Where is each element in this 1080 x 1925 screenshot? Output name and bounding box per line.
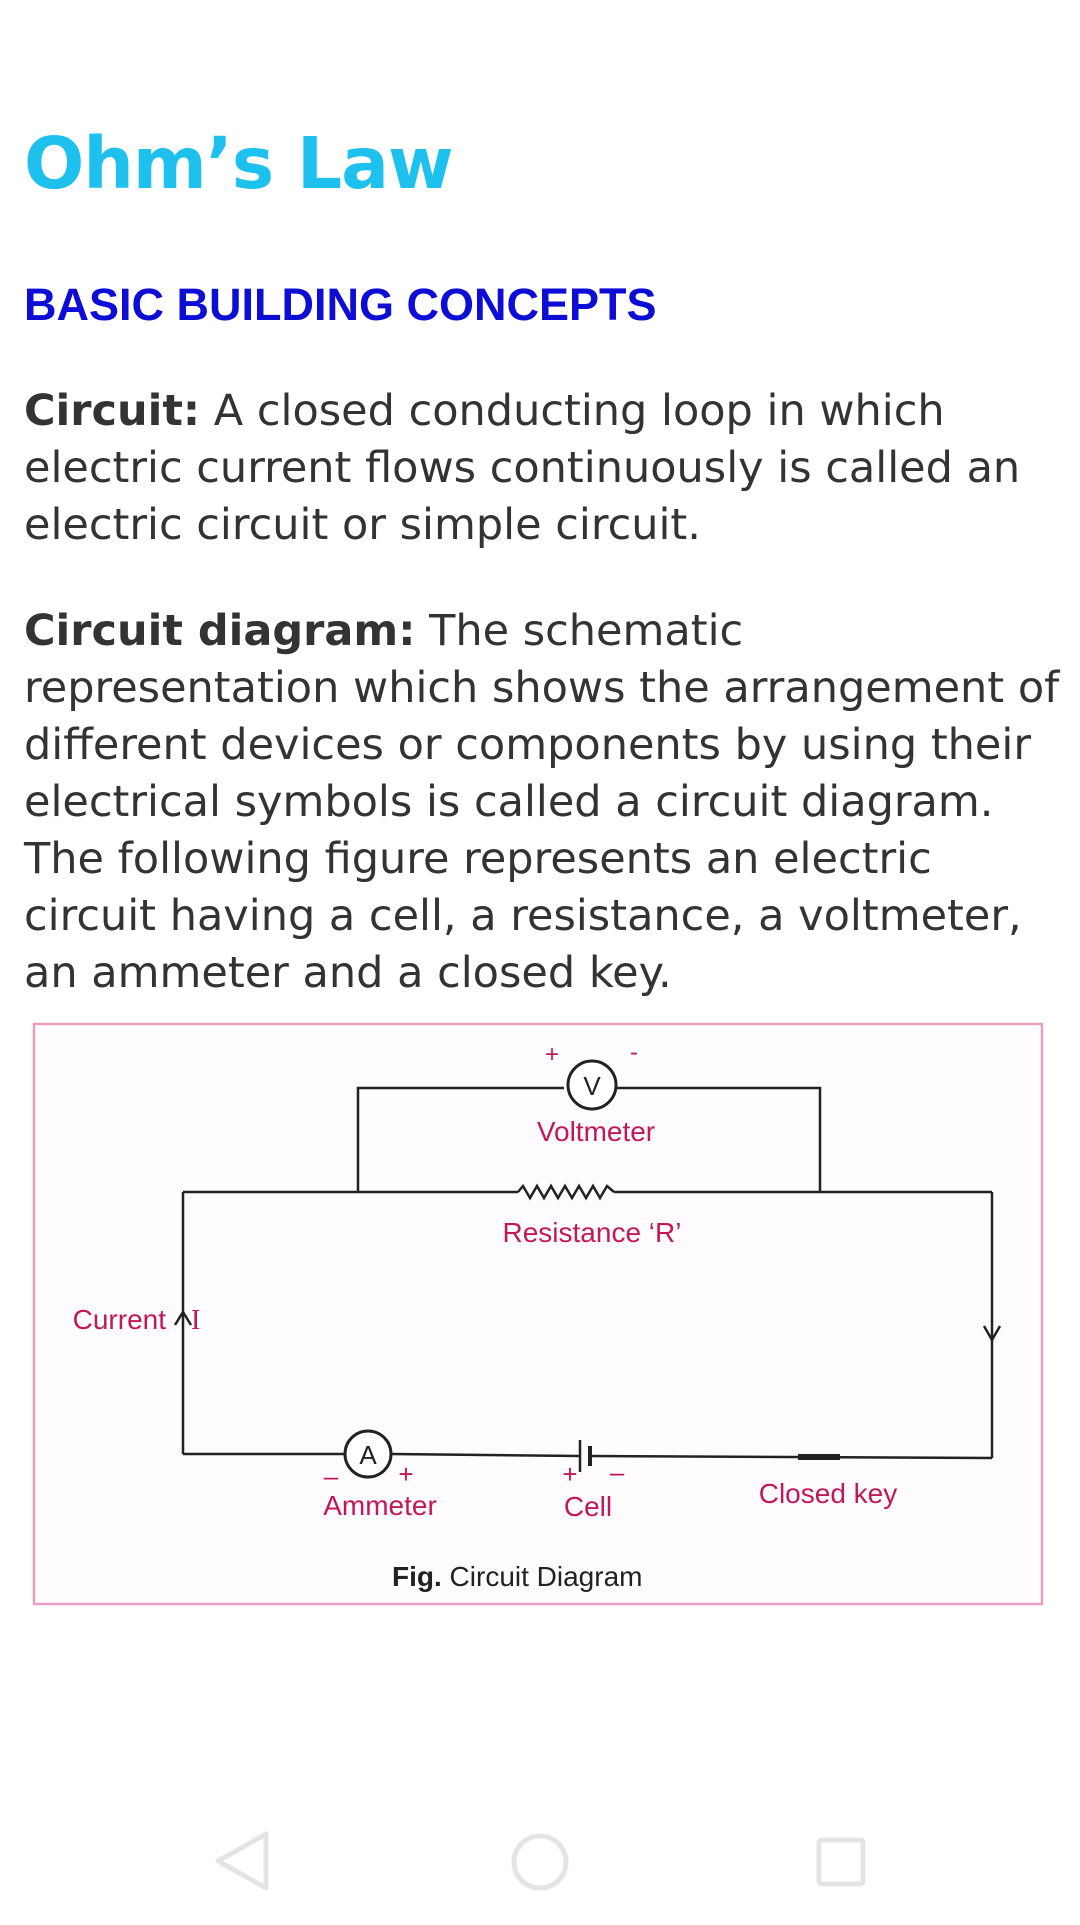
current-label: Current bbox=[73, 1304, 167, 1335]
section-heading: BASIC BUILDING CONCEPTS bbox=[24, 279, 657, 330]
figure-border bbox=[32, 1022, 1044, 1606]
ammeter-symbol: A bbox=[359, 1440, 377, 1470]
main-wire-bottom-middle bbox=[390, 1452, 581, 1458]
recents-square-icon bbox=[816, 1837, 866, 1887]
voltmeter-label: Voltmeter bbox=[537, 1116, 655, 1147]
figure-intro-text: The following figure represents an elect… bbox=[24, 834, 1022, 998]
nav-recents-button[interactable] bbox=[780, 1800, 900, 1920]
definition-text: A closed conducting loop in which electr… bbox=[24, 386, 1021, 550]
cell-plus-sign: + bbox=[562, 1459, 577, 1489]
nav-back-button[interactable] bbox=[180, 1800, 300, 1920]
voltmeter-symbol: V bbox=[583, 1071, 601, 1101]
closed-key-label: Closed key bbox=[759, 1478, 898, 1509]
main-wire-bottom-right bbox=[589, 1454, 993, 1460]
home-circle-icon bbox=[511, 1833, 569, 1891]
current-arrow-up bbox=[173, 1309, 193, 1326]
current-symbol: I bbox=[191, 1305, 200, 1336]
circuit-diagram-figure: V + - Voltmeter Resistance ‘R’ Current I… bbox=[28, 1020, 1048, 1607]
figure-caption-text: Circuit Diagram bbox=[450, 1561, 643, 1592]
voltmeter-minus-sign: - bbox=[630, 1039, 638, 1066]
ammeter-plus-sign: + bbox=[398, 1459, 413, 1489]
back-triangle-icon bbox=[215, 1831, 269, 1891]
navigation-bar bbox=[0, 1800, 1080, 1920]
figure-caption-prefix: Fig. bbox=[392, 1561, 442, 1592]
resistance-zigzag bbox=[517, 1183, 615, 1201]
nav-home-button[interactable] bbox=[480, 1800, 600, 1920]
voltmeter-branch-wire-left bbox=[356, 1086, 564, 1192]
definition-term: Circuit: bbox=[24, 386, 201, 436]
current-arrow-down bbox=[982, 1325, 1002, 1343]
circuit-diagram-svg: V + - Voltmeter Resistance ‘R’ Current I… bbox=[32, 1022, 1044, 1606]
resistance-label: Resistance ‘R’ bbox=[503, 1217, 682, 1248]
ammeter-label: Ammeter bbox=[323, 1490, 437, 1521]
ammeter-minus-sign: – bbox=[324, 1461, 339, 1491]
voltmeter-plus-sign: + bbox=[545, 1041, 559, 1068]
voltmeter-branch-wire-right bbox=[594, 1086, 822, 1192]
definition-circuit: Circuit: A closed conducting loop in whi… bbox=[24, 383, 1060, 554]
definition-term: Circuit diagram: bbox=[24, 606, 416, 656]
cell-minus-sign: – bbox=[610, 1457, 625, 1487]
voltmeter-circle bbox=[566, 1059, 618, 1111]
cell-label: Cell bbox=[564, 1491, 612, 1522]
page-title: Ohm’s Law bbox=[24, 122, 454, 205]
definition-text: The schematic representation which shows… bbox=[24, 606, 1060, 827]
figure-caption: Fig. Circuit Diagram bbox=[392, 1561, 642, 1592]
definition-circuit-diagram: Circuit diagram: The schematic represent… bbox=[24, 603, 1060, 1002]
